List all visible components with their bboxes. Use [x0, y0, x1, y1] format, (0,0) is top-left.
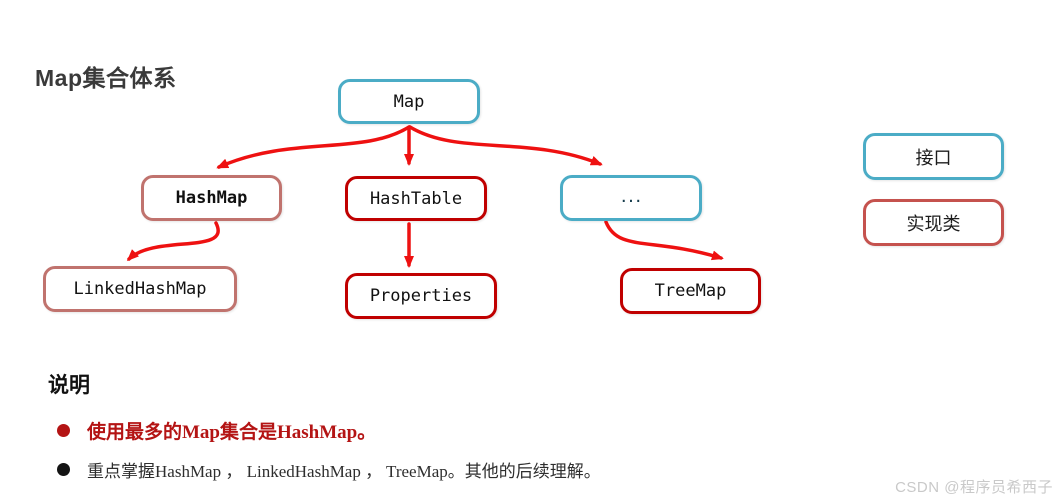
- diagram-node-properties: Properties: [345, 273, 497, 319]
- note-item: 重点掌握HashMap ， LinkedHashMap ， TreeMap。其他…: [57, 457, 601, 482]
- watermark: CSDN @程序员希西子: [895, 479, 1053, 496]
- note-text: 重点掌握HashMap ， LinkedHashMap ， TreeMap。其他…: [87, 462, 601, 481]
- diagram-node-hashtable: HashTable: [345, 176, 487, 221]
- node-label: ...: [620, 191, 642, 205]
- note-item: 使用最多的Map集合是HashMap。: [57, 417, 376, 444]
- node-label: LinkedHashMap: [73, 279, 207, 299]
- node-label: Map: [393, 91, 425, 112]
- node-label: TreeMap: [654, 281, 727, 301]
- diagram-node-linkedhashmap: LinkedHashMap: [43, 266, 237, 312]
- bullet-icon: [57, 424, 70, 437]
- edge-map-ellipsis: [408, 125, 603, 166]
- bullet-icon: [57, 463, 70, 476]
- legend-implementation-class: 实现类: [863, 199, 1004, 246]
- node-label: HashTable: [369, 188, 463, 209]
- notes-heading: 说明: [48, 373, 90, 397]
- note-text: 使用最多的Map集合是HashMap。: [87, 422, 377, 443]
- page-title: Map集合体系: [35, 65, 177, 91]
- legend-label: 接口: [915, 147, 952, 168]
- node-label: HashMap: [175, 188, 248, 208]
- edge-hashmap-linkedhashmap: [126, 221, 220, 262]
- edge-map-hashmap: [216, 125, 411, 169]
- edge-ellipsis-treemap: [604, 220, 724, 261]
- diagram-node-map: Map: [338, 79, 480, 124]
- node-label: Properties: [369, 286, 473, 306]
- diagram-node-ellipsis: ...: [560, 175, 702, 221]
- legend-label: 实现类: [906, 213, 961, 234]
- legend-interface: 接口: [863, 133, 1004, 180]
- diagram-node-hashmap: HashMap: [141, 175, 282, 221]
- diagram-node-treemap: TreeMap: [620, 268, 761, 314]
